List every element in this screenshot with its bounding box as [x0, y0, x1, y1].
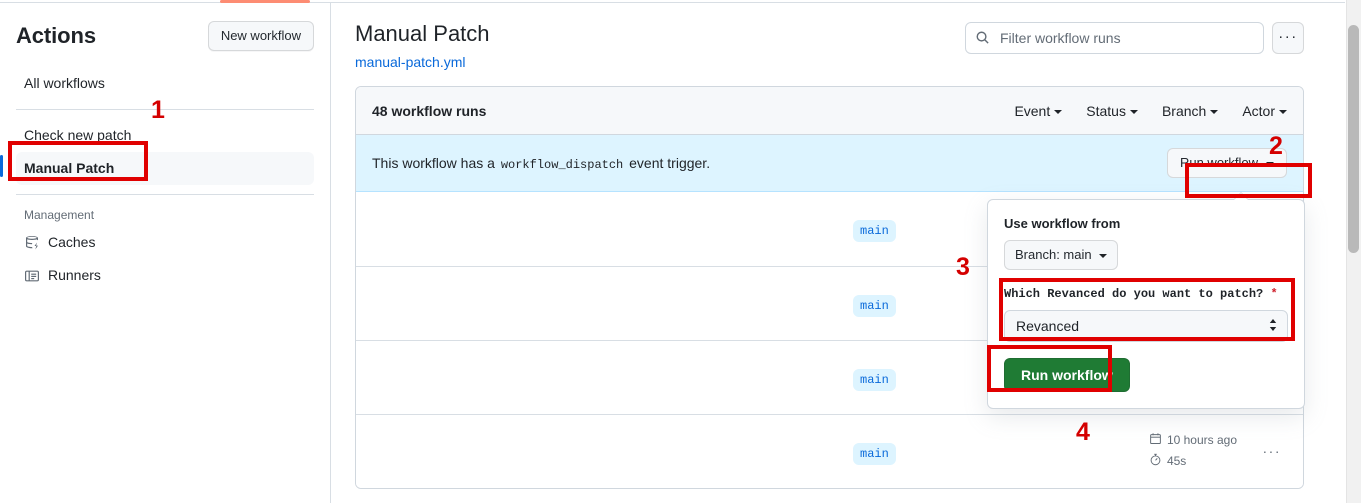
row-date-text: 10 hours ago — [1166, 433, 1237, 447]
filter-status[interactable]: Status — [1086, 103, 1138, 119]
workflow-file-link[interactable]: manual-patch.yml — [355, 54, 466, 70]
dispatch-text-before: This workflow has a — [372, 154, 495, 171]
row-date: 10 hours ago — [1149, 432, 1237, 448]
dispatch-text-after: event trigger. — [629, 154, 711, 171]
sidebar-item-manual-patch[interactable]: Manual Patch — [0, 152, 314, 185]
sidebar-vertical-divider — [330, 3, 331, 503]
chevron-down-icon — [1279, 109, 1287, 114]
stopwatch-icon — [1149, 453, 1162, 469]
runs-count-label: 48 workflow runs — [372, 102, 487, 119]
chevron-down-icon — [1266, 162, 1274, 166]
filter-label: Status — [1086, 102, 1126, 119]
row-duration-text: 45s — [1166, 454, 1187, 468]
new-workflow-button[interactable]: New workflow — [207, 21, 314, 51]
run-workflow-dropdown-label: Run workflow — [1179, 155, 1258, 170]
chevron-down-icon — [1210, 109, 1219, 114]
sidebar-item-label: Check new patch — [24, 127, 132, 143]
search-input[interactable] — [998, 24, 1263, 52]
sidebar-divider-1 — [16, 109, 314, 110]
filter-actor[interactable]: Actor — [1242, 103, 1287, 119]
chevron-down-icon — [1129, 109, 1138, 114]
dispatch-event-code: workflow_dispatch — [500, 157, 624, 172]
row-more-options-button[interactable]: ··· — [1262, 443, 1281, 459]
calendar-icon — [1149, 432, 1162, 448]
workflow-input-label: Which Revanced do you want to patch? * — [1004, 286, 1288, 303]
branch-select-button[interactable]: Branch: main — [1004, 240, 1118, 270]
search-icon — [975, 30, 990, 50]
row-branch-badge[interactable]: main — [853, 295, 896, 317]
main-header: Manual Patch manual-patch.yml ··· — [355, 19, 1345, 70]
runs-toolbar: 48 workflow runs Event Status Branch — [356, 87, 1303, 135]
filter-label: Event — [1014, 102, 1051, 119]
row-branch-badge[interactable]: main — [853, 443, 896, 465]
sidebar-item-label: Manual Patch — [24, 160, 115, 176]
workflow-title: Manual Patch — [355, 21, 490, 46]
chevron-down-icon — [1054, 109, 1063, 114]
use-workflow-from-label: Use workflow from — [1004, 216, 1121, 231]
sidebar-item-label: Runners — [48, 267, 101, 283]
sidebar-item-label: All workflows — [24, 75, 105, 91]
search-box[interactable] — [965, 22, 1264, 54]
cache-icon — [24, 235, 40, 251]
page-scrollbar-thumb[interactable] — [1348, 25, 1359, 253]
sidebar-item-check-new-patch[interactable]: Check new patch — [16, 119, 314, 152]
row-branch-badge[interactable]: main — [853, 369, 896, 391]
header-actions: ··· — [965, 22, 1304, 54]
workflow-dispatch-banner: This workflow has a workflow_dispatch ev… — [356, 135, 1303, 192]
filter-label: Branch — [1161, 102, 1207, 119]
sidebar-item-runners[interactable]: Runners — [16, 259, 314, 292]
branch-select-label: Branch: main — [1015, 247, 1092, 262]
workflow-input-label-text: Which Revanced do you want to patch? — [1004, 287, 1264, 301]
required-marker: * — [1270, 287, 1278, 301]
top-divider — [0, 2, 1345, 3]
sidebar-group-management: Management — [24, 208, 95, 222]
dispatch-banner-text: This workflow has a workflow_dispatch ev… — [372, 155, 710, 172]
sidebar-divider-2 — [16, 194, 314, 195]
row-metadata: 10 hours ago 45s — [1149, 432, 1237, 469]
filter-label: Actor — [1242, 102, 1275, 119]
runners-icon — [24, 268, 40, 284]
workflow-heading: Manual Patch manual-patch.yml — [355, 19, 490, 70]
submit-run-workflow-button[interactable]: Run workflow — [1004, 358, 1130, 392]
more-options-button[interactable]: ··· — [1272, 22, 1304, 54]
run-workflow-popover: Use workflow from Branch: main Which Rev… — [987, 192, 1305, 409]
row-duration: 45s — [1149, 453, 1186, 469]
sidebar-header: Actions New workflow — [16, 3, 314, 51]
workflow-input-select-wrapper: Revanced — [1004, 310, 1288, 342]
active-tab-indicator — [220, 0, 310, 3]
chevron-down-icon — [1098, 254, 1107, 258]
run-workflow-dropdown-button[interactable]: Run workflow — [1166, 148, 1287, 178]
sidebar-item-all-workflows[interactable]: All workflows — [16, 67, 314, 100]
revanced-select[interactable]: Revanced — [1004, 310, 1288, 342]
filter-event[interactable]: Event — [1014, 102, 1063, 119]
runs-filters: Event Status Branch Actor — [1014, 103, 1287, 119]
sidebar-nav: All workflows Check new patch Manual Pat… — [0, 67, 314, 292]
row-branch-badge[interactable]: main — [853, 220, 896, 242]
table-row[interactable]: main 10 hours ago — [356, 414, 1303, 488]
sidebar: Actions New workflow All workflows Check… — [0, 3, 330, 503]
page-title-actions: Actions — [16, 23, 96, 48]
sidebar-item-caches[interactable]: Caches — [16, 226, 314, 259]
sidebar-item-label: Caches — [48, 234, 96, 250]
filter-branch[interactable]: Branch — [1161, 102, 1219, 119]
